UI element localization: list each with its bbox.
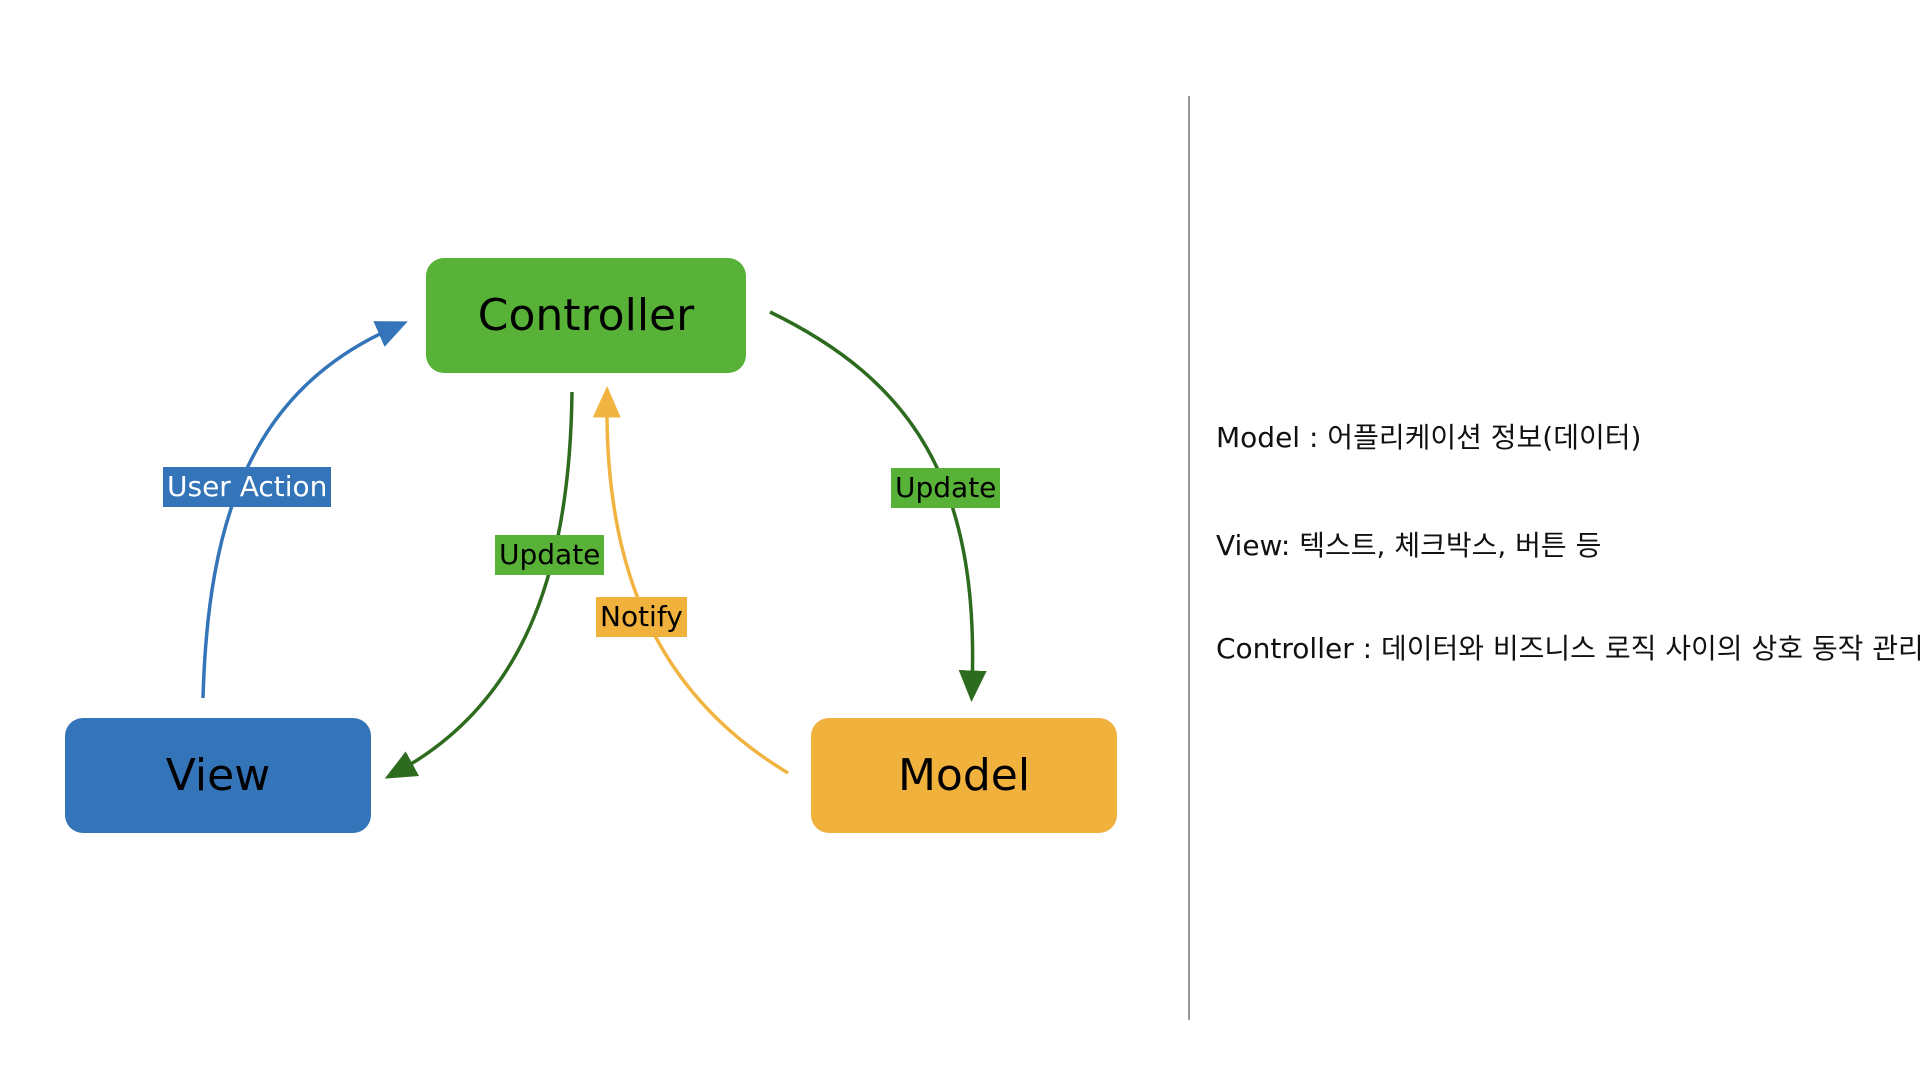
view-node: View: [65, 718, 371, 833]
controller-node: Controller: [426, 258, 746, 373]
view-description: View: 텍스트, 체크박스, 버튼 등: [1216, 529, 1602, 562]
update-controller-to-model-label: Update: [891, 468, 1001, 508]
update-controller-to-model-arrow: [769, 310, 987, 702]
user-action-label: User Action: [163, 467, 332, 507]
notify-arrow: [592, 386, 789, 775]
update-controller-to-view-arrow: [384, 391, 574, 779]
update-controller-to-view-label: Update: [495, 535, 605, 575]
notify-label: Notify: [596, 597, 687, 637]
controller-description: Controller : 데이터와 비즈니스 로직 사이의 상호 동작 관리: [1216, 632, 1920, 665]
view-node-label: View: [165, 750, 271, 801]
model-description: Model : 어플리케이션 정보(데이터): [1216, 421, 1642, 454]
controller-node-label: Controller: [477, 290, 695, 341]
model-node: Model: [811, 718, 1117, 833]
vertical-divider: [1188, 96, 1190, 1020]
model-node-label: Model: [897, 750, 1031, 801]
user-action-arrow: [201, 321, 408, 699]
